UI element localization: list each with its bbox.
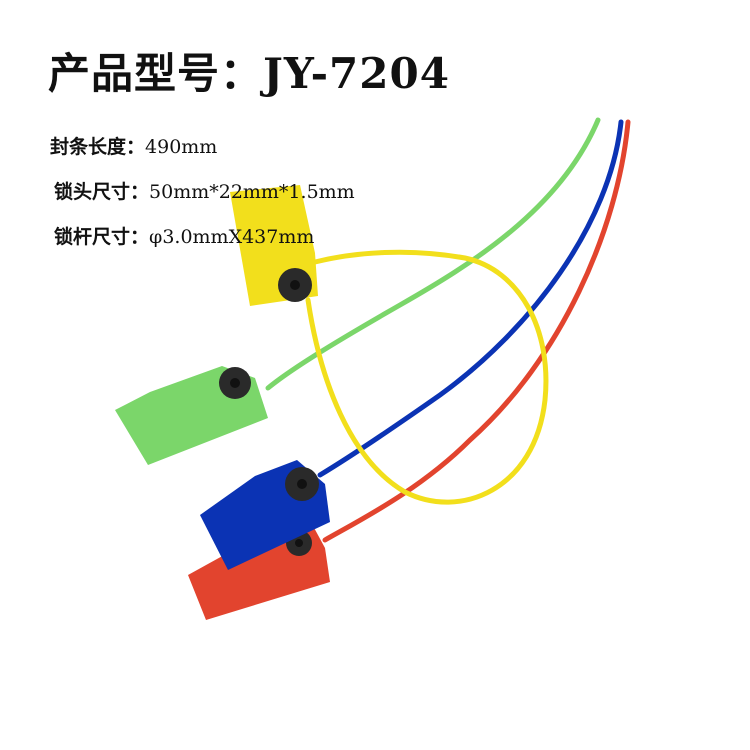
red-seal-strap — [322, 119, 631, 543]
spec-label: 封条长度： — [50, 136, 146, 158]
spec-seal-length: 封条长度：490mm — [50, 132, 217, 159]
spec-lock-head-size: 锁头尺寸：50mm*22mm*1.5mm — [54, 177, 355, 204]
spec-value: 490mm — [145, 136, 218, 158]
product-model-title: 产品型号：JY-7204 — [48, 49, 450, 98]
red-seal — [188, 119, 631, 620]
spec-value: φ3.0mmX437mm — [149, 226, 315, 248]
blue-seal-strap — [317, 119, 624, 478]
yellow-seal — [230, 185, 549, 505]
spec-label: 锁头尺寸： — [54, 181, 150, 203]
blue-seal — [200, 119, 624, 570]
spec-label: 锁杆尺寸： — [54, 226, 150, 248]
green-seal — [115, 117, 601, 465]
spec-lock-rod-size: 锁杆尺寸：φ3.0mmX437mm — [54, 222, 314, 249]
spec-value: 50mm*22mm*1.5mm — [149, 181, 355, 203]
green-seal-strap — [265, 117, 601, 391]
yellow-seal-strap — [305, 249, 549, 505]
